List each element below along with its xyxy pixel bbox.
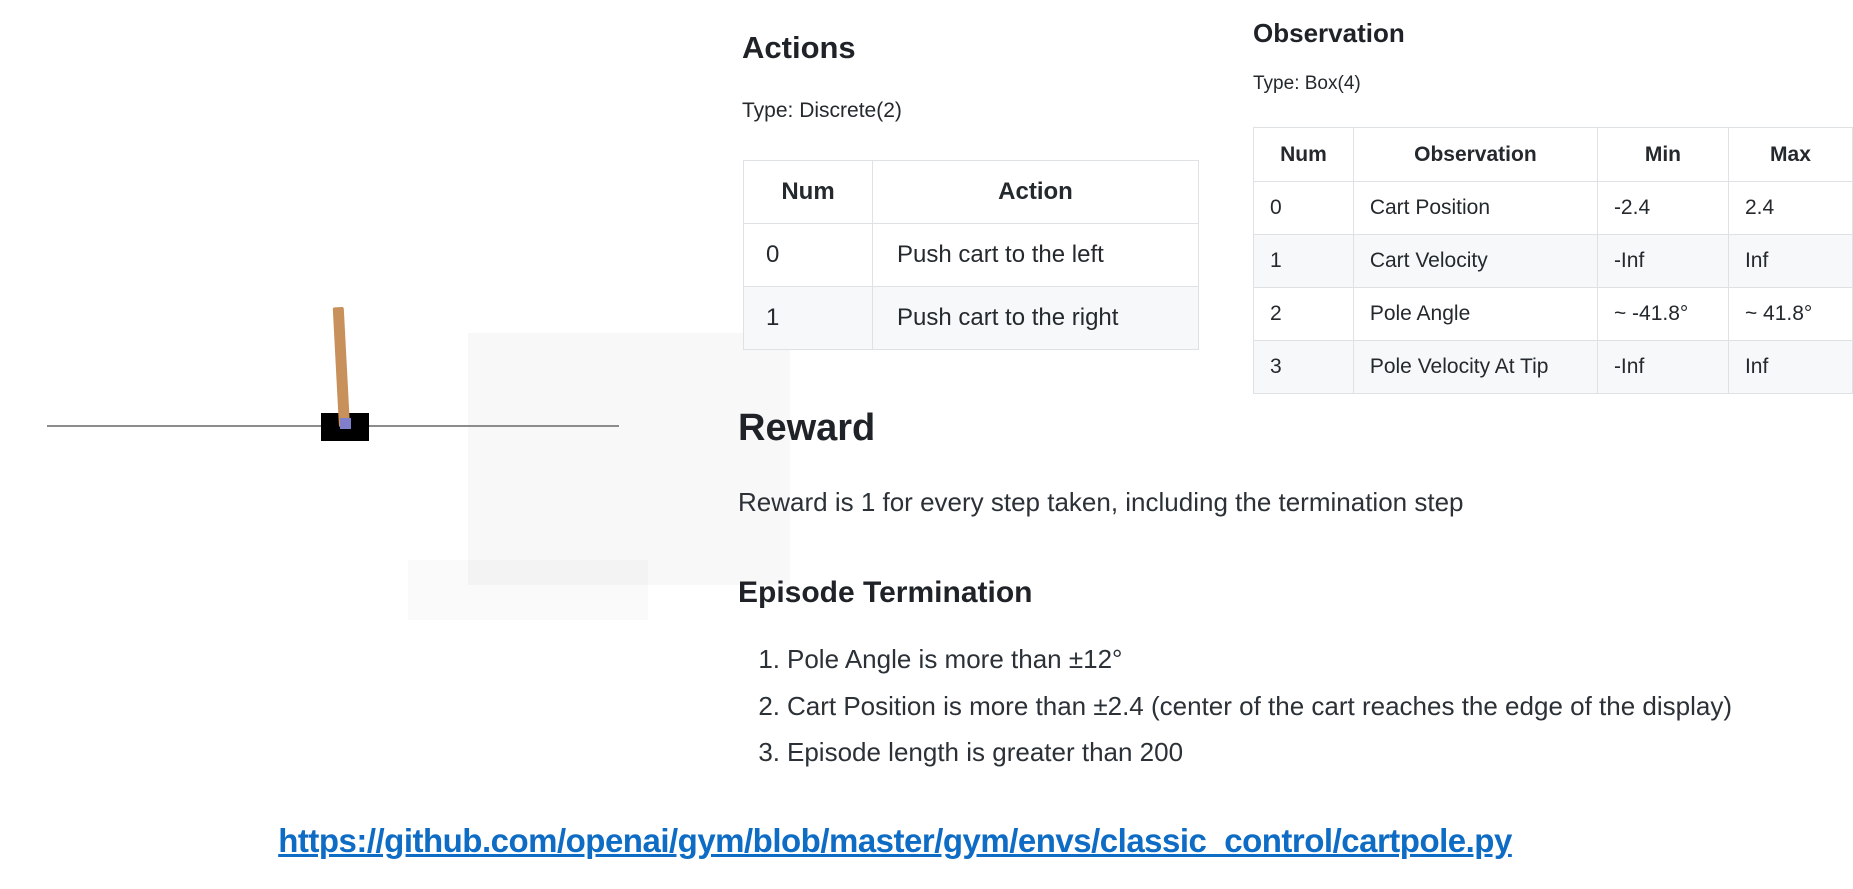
list-item-text: Cart Position is more than ±2.4 (center … — [787, 691, 1732, 721]
actions-table-header-row: Num Action — [743, 160, 1199, 224]
observation-cell-0-max: 2.4 — [1727, 181, 1853, 235]
observation-header-max: Max — [1727, 127, 1853, 182]
cartpole-pole — [332, 306, 350, 428]
observation-heading: Observation — [1253, 18, 1405, 48]
observation-type-label: Type: Box(4) — [1253, 73, 1361, 94]
observation-cell-2-name: Pole Angle — [1352, 287, 1598, 341]
table-row: 3 Pole Velocity At Tip -Inf Inf — [1253, 340, 1853, 394]
gray-artifact-region — [468, 333, 790, 585]
list-item-text: Episode length is greater than 200 — [787, 737, 1184, 767]
observation-cell-0-min: -2.4 — [1596, 181, 1729, 235]
observation-cell-1-min: -Inf — [1596, 234, 1729, 288]
actions-cell-action-0: Push cart to the left — [872, 223, 1199, 287]
observation-cell-2-max: ~ 41.8° — [1727, 287, 1853, 341]
list-item-number: 3. — [758, 737, 780, 767]
observation-cell-1-name: Cart Velocity — [1352, 234, 1598, 288]
reward-heading: Reward — [738, 407, 876, 449]
observation-cell-3-min: -Inf — [1596, 340, 1729, 394]
observation-table: Num Observation Min Max 0 Cart Position … — [1253, 127, 1853, 394]
list-item: 2. Cart Position is more than ±2.4 (cent… — [738, 691, 1732, 722]
actions-header-action: Action — [872, 160, 1199, 224]
observation-table-header-row: Num Observation Min Max — [1253, 127, 1853, 182]
observation-header-num: Num — [1253, 127, 1354, 182]
actions-header-num: Num — [743, 160, 873, 224]
observation-cell-3-num: 3 — [1253, 340, 1354, 394]
table-row: 1 Push cart to the right — [743, 286, 1199, 350]
observation-cell-1-max: Inf — [1727, 234, 1853, 288]
observation-cell-2-num: 2 — [1253, 287, 1354, 341]
observation-cell-2-min: ~ -41.8° — [1596, 287, 1729, 341]
reward-description: Reward is 1 for every step taken, includ… — [738, 487, 1464, 517]
actions-cell-num-0: 0 — [743, 223, 873, 287]
actions-type-label: Type: Discrete(2) — [742, 99, 902, 122]
observation-cell-0-num: 0 — [1253, 181, 1354, 235]
table-row: 2 Pole Angle ~ -41.8° ~ 41.8° — [1253, 287, 1853, 341]
observation-header-observation: Observation — [1352, 127, 1598, 182]
observation-cell-1-num: 1 — [1253, 234, 1354, 288]
source-link-container: https://github.com/openai/gym/blob/maste… — [0, 822, 1790, 860]
actions-cell-num-1: 1 — [743, 286, 873, 350]
list-item: 1. Pole Angle is more than ±12° — [738, 644, 1122, 675]
observation-cell-3-max: Inf — [1727, 340, 1853, 394]
actions-heading: Actions — [742, 30, 856, 65]
list-item-text: Pole Angle is more than ±12° — [787, 644, 1123, 674]
table-row: 0 Cart Position -2.4 2.4 — [1253, 181, 1853, 235]
episode-termination-heading: Episode Termination — [738, 576, 1033, 609]
actions-table: Num Action 0 Push cart to the left 1 Pus… — [743, 160, 1199, 350]
github-source-link[interactable]: https://github.com/openai/gym/blob/maste… — [278, 822, 1512, 859]
list-item: 3. Episode length is greater than 200 — [738, 737, 1183, 768]
observation-cell-0-name: Cart Position — [1352, 181, 1598, 235]
table-row: 1 Cart Velocity -Inf Inf — [1253, 234, 1853, 288]
observation-cell-3-name: Pole Velocity At Tip — [1352, 340, 1598, 394]
table-row: 0 Push cart to the left — [743, 223, 1199, 287]
cartpole-axle — [340, 418, 351, 429]
list-item-number: 2. — [758, 691, 780, 721]
list-item-number: 1. — [758, 644, 780, 674]
actions-cell-action-1: Push cart to the right — [872, 286, 1199, 350]
observation-header-min: Min — [1596, 127, 1729, 182]
gray-artifact-region-2 — [408, 560, 648, 620]
